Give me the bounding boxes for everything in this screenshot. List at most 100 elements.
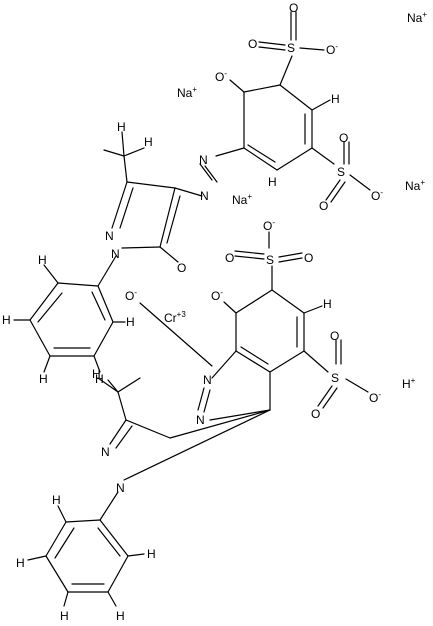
- bond: [29, 319, 51, 357]
- atom-label: H: [92, 367, 101, 381]
- bond: [93, 355, 101, 373]
- atom-label: O-: [125, 288, 137, 303]
- atom-label: N: [200, 189, 209, 203]
- atom-label: H: [117, 120, 126, 134]
- bond: [303, 305, 323, 314]
- atom-label: H: [323, 297, 332, 311]
- bond: [97, 255, 117, 287]
- bond: [117, 391, 127, 421]
- bond: [139, 302, 213, 367]
- atom-label: O-: [369, 390, 381, 405]
- atom-label: O-: [371, 188, 383, 203]
- bond: [243, 84, 281, 93]
- bond: [209, 409, 271, 421]
- bond: [234, 255, 265, 260]
- atom-label: O: [304, 251, 313, 265]
- bond: [63, 591, 69, 607]
- bond: [107, 379, 119, 393]
- atom-label: O: [319, 199, 328, 213]
- atom-label: O: [225, 251, 234, 265]
- bond: [123, 409, 271, 481]
- atom-label: O: [339, 131, 348, 145]
- atom-label: O: [311, 407, 320, 421]
- atom-label: N: [199, 153, 208, 167]
- atom-label: N: [196, 413, 205, 427]
- bond: [29, 282, 59, 321]
- bond: [229, 79, 245, 93]
- atom-label: O-: [211, 288, 223, 303]
- atom-label: O: [330, 329, 339, 343]
- bond: [278, 252, 303, 258]
- bond: [166, 195, 181, 244]
- bond: [276, 147, 313, 171]
- bond: [322, 387, 338, 409]
- bond: [27, 555, 47, 561]
- atom-label: N: [101, 445, 110, 459]
- bond: [159, 246, 179, 263]
- bond: [317, 385, 333, 407]
- atom-label: O-: [215, 69, 227, 84]
- atom-label: S: [266, 253, 274, 267]
- bond: [203, 389, 211, 413]
- bond: [54, 527, 75, 559]
- bond: [99, 491, 119, 521]
- bond: [211, 350, 237, 379]
- bond: [325, 179, 341, 201]
- atom-label: H: [38, 253, 47, 267]
- bond: [93, 321, 114, 357]
- proton-ion: H+: [402, 376, 416, 391]
- atom-label: S: [337, 165, 345, 179]
- bond: [311, 99, 331, 111]
- atom-label: H: [16, 556, 25, 570]
- bond: [234, 250, 265, 255]
- atom-label: O-: [326, 42, 338, 57]
- bond: [159, 187, 176, 248]
- bond: [243, 147, 278, 171]
- bond: [109, 419, 127, 445]
- atom-label: H: [95, 372, 104, 386]
- bond: [43, 264, 59, 284]
- bond: [123, 147, 145, 157]
- bond: [45, 555, 69, 593]
- bond: [97, 285, 114, 323]
- bond: [199, 163, 213, 181]
- bond: [279, 55, 293, 86]
- bond: [247, 144, 276, 163]
- bond: [235, 289, 273, 314]
- sodium-ion: Na+: [177, 85, 197, 100]
- bond: [215, 147, 245, 157]
- bond: [123, 155, 128, 183]
- atom-label: H: [52, 493, 61, 507]
- bond: [126, 181, 176, 189]
- bond: [125, 419, 171, 439]
- bond: [45, 521, 67, 557]
- bond: [107, 555, 129, 593]
- bond: [127, 553, 145, 557]
- bond: [91, 291, 106, 321]
- bond: [269, 350, 305, 373]
- bond: [349, 174, 371, 191]
- bond: [278, 257, 303, 263]
- atom-label: H: [126, 315, 135, 329]
- sodium-ion: Na+: [232, 192, 252, 207]
- atom-label: O: [177, 261, 186, 275]
- bonds: [13, 11, 371, 607]
- bond: [279, 84, 313, 111]
- bond: [258, 46, 286, 51]
- bond: [235, 350, 271, 373]
- atom-label: H: [268, 175, 277, 189]
- bond: [107, 591, 117, 607]
- bond: [197, 387, 205, 411]
- atom-label: H: [331, 92, 340, 106]
- bond: [299, 47, 325, 51]
- atom-label: S: [287, 41, 295, 55]
- bond: [97, 527, 121, 557]
- bond: [303, 350, 329, 373]
- atom-label: N: [105, 229, 114, 243]
- bond: [271, 289, 305, 314]
- atom-label: O-: [263, 218, 275, 233]
- bond: [103, 149, 125, 157]
- atom-label: O: [289, 1, 298, 15]
